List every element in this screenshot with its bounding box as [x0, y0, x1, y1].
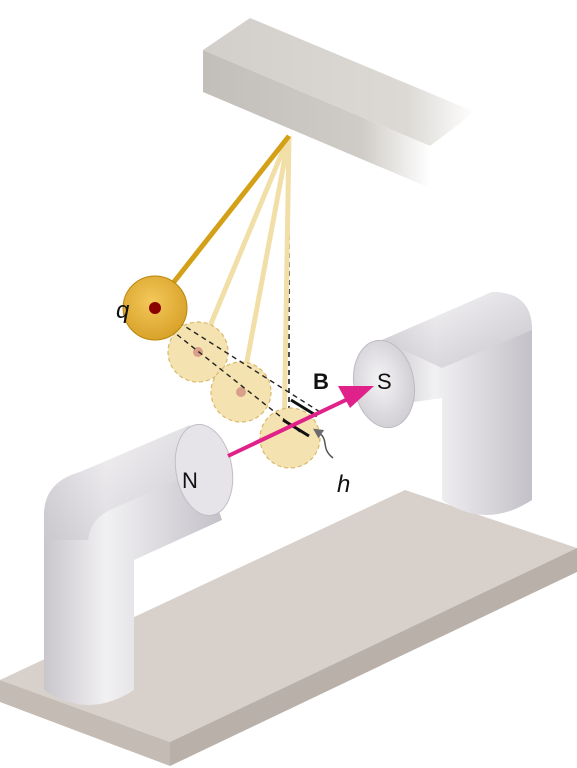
pendulum-string: [164, 134, 291, 294]
charge-label: q: [116, 297, 130, 324]
south-pole-label: S: [377, 369, 392, 394]
magnet-base: [0, 490, 577, 766]
trajectory-dashed-lines: [155, 307, 321, 433]
height-marker: [282, 398, 334, 459]
charged-bob: [122, 275, 188, 341]
north-magnet: [44, 423, 234, 705]
magnetic-field-arrow: [227, 386, 374, 458]
faded-pendulum-strings: [197, 135, 292, 445]
south-magnet: [352, 292, 532, 515]
north-pole-label: N: [182, 468, 198, 493]
field-label: B: [313, 369, 329, 394]
height-label: h: [337, 471, 350, 498]
ceiling-block: [203, 18, 475, 188]
